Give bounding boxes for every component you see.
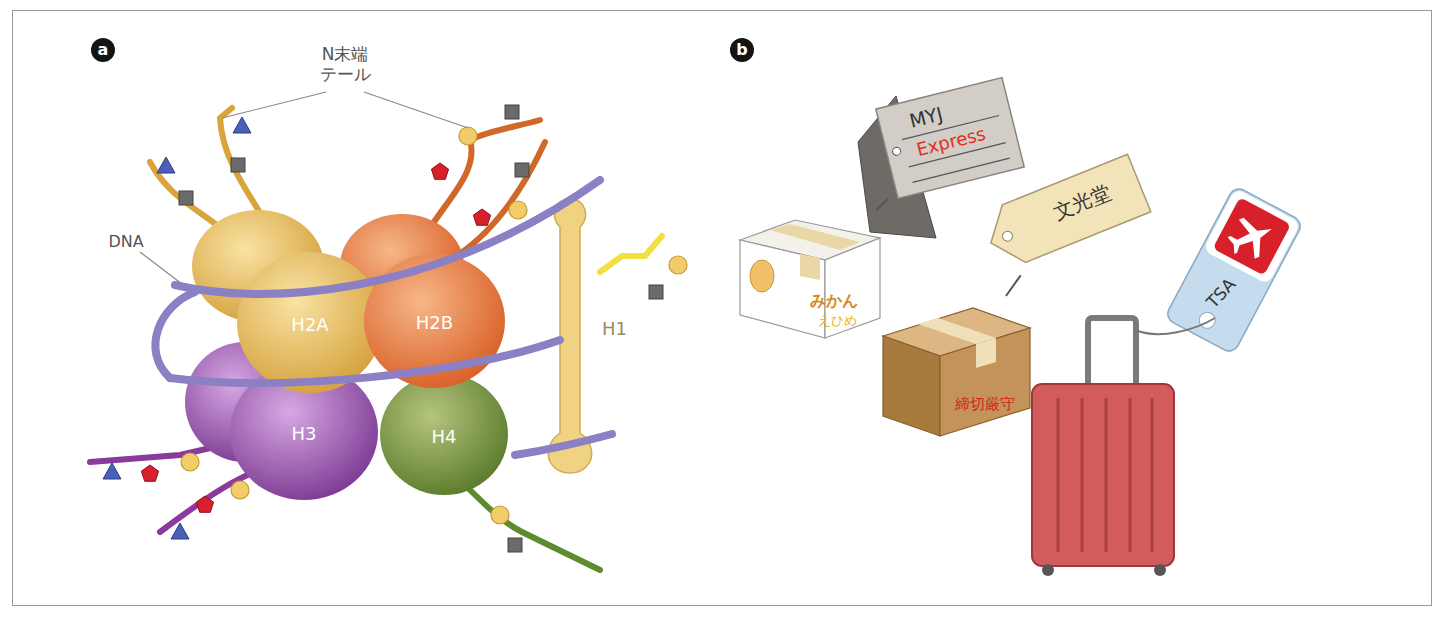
node-letter: a xyxy=(91,38,115,62)
node-text: えひめ xyxy=(818,314,880,329)
dna-strand xyxy=(155,292,195,378)
label: DNA xyxy=(96,232,156,251)
node-text: b xyxy=(730,38,754,62)
node-text: 締切厳守 xyxy=(942,396,1028,413)
string-tie xyxy=(1006,275,1021,296)
node-text: H2A xyxy=(235,315,385,336)
node-carton: 締切厳守 xyxy=(878,296,1033,438)
node-tsa: TSA xyxy=(1164,185,1303,354)
node-text: H3 xyxy=(228,424,380,445)
node-text: a xyxy=(91,38,115,62)
node-letter: b xyxy=(730,38,754,62)
node-text: H4 xyxy=(378,427,510,448)
n-terminal-tails xyxy=(90,108,662,570)
node-blob: H4 xyxy=(378,372,510,497)
node-text: みかん xyxy=(810,292,880,310)
node-mikan: みかんえひめ xyxy=(740,210,880,340)
node-text: H2B xyxy=(362,313,507,334)
node-outline xyxy=(1164,185,1303,354)
node-blob: H2A xyxy=(235,250,385,395)
string-tie xyxy=(876,198,888,210)
node-myj: MYJExpress xyxy=(876,78,1024,199)
suitcase xyxy=(1032,318,1215,576)
label: N末端 テール xyxy=(314,44,376,85)
node-outline xyxy=(740,210,880,340)
node-text: H1 xyxy=(602,319,636,340)
node-outline xyxy=(878,296,1033,438)
modification-marks xyxy=(103,105,687,552)
